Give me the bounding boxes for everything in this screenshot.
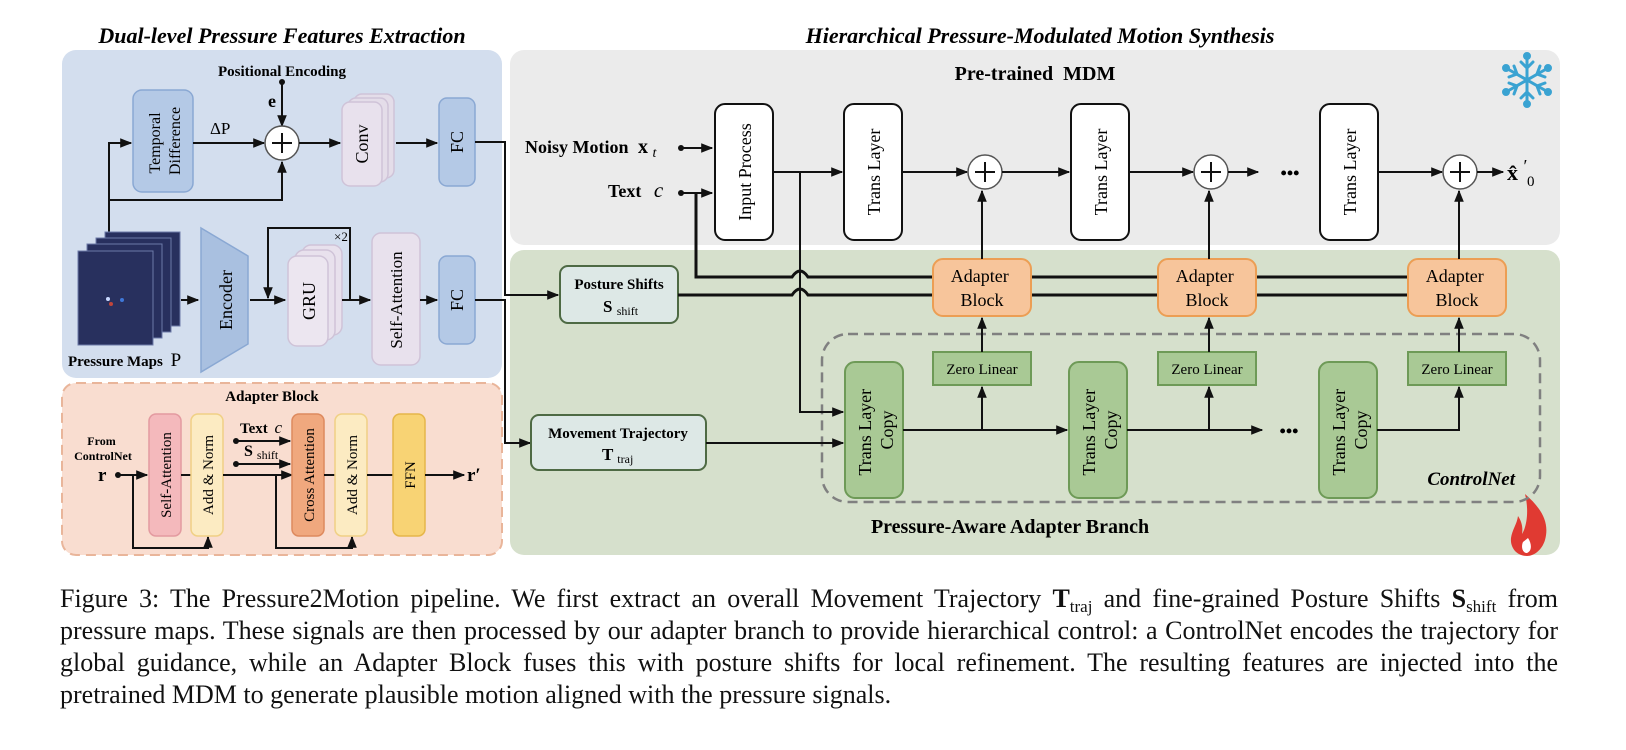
from-controlnet-label: From ControlNet [74,434,132,463]
caption-part-2: and fine-grained Posture Shifts [1092,584,1452,613]
gru-box [287,255,329,347]
adapter-detail-title: Adapter Block [225,389,319,405]
conv-box [341,101,383,187]
adapter-block-2 [1157,258,1257,317]
adapter-text-c-label: Text c [240,418,283,437]
trans-layer-copy-2-label: Trans Layer Copy [1079,384,1121,475]
branch-title: Pressure-Aware Adapter Branch [871,516,1149,538]
zero-linear-2-label: Zero Linear [1171,362,1242,378]
encoder-label: Encoder [216,270,236,330]
movement-trajectory-symbol: T traj [602,445,633,466]
snowflake-icon [1502,52,1552,108]
mdm-ellipsis: ••• [1281,163,1300,183]
adapter-block-3-label: Adapter Block [1426,266,1488,310]
posture-shifts-label: Posture Shifts [574,277,663,293]
adapter-block-2-label: Adapter Block [1176,266,1238,310]
flame-icon [1510,494,1547,556]
mdm-title: Pre-trained MDM [955,63,1116,85]
caption-shift-sub: shift [1466,597,1497,616]
pressure-maps-label: Pressure Maps P [68,350,181,371]
trans-layer-copy-1-label: Trans Layer Copy [855,384,897,475]
adapter-cross-attention-label: Cross Attention [302,428,318,522]
gru-label: GRU [299,282,319,320]
adapter-add-norm-1-label: Add & Norm [201,435,217,515]
input-process-label: Input Process [735,123,755,221]
e-label: e [268,91,276,111]
temporal-difference-box [132,89,194,193]
caption-traj-symbol: T [1052,584,1070,613]
adapter-ffn-label: FFN [403,461,419,489]
controlnet-label: ControlNet [1427,469,1515,490]
controlnet-ellipsis: ••• [1280,421,1299,441]
adapter-add-norm-2-label: Add & Norm [345,435,361,515]
adapter-block-3 [1407,258,1507,317]
noisy-motion-label: Noisy Motion x t [525,136,658,161]
posture-shifts-symbol: S shift [603,297,639,318]
conv-label: Conv [352,124,372,163]
right-section-title: Hierarchical Pressure-Modulated Motion S… [805,23,1275,48]
trans-layer-label-2: Trans Layer [1091,129,1111,216]
trans-layer-label-1: Trans Layer [864,129,884,216]
caption-label: Figure 3: [60,584,160,613]
r-output-label: r′ [467,465,481,486]
figure-caption: Figure 3: The Pressure2Motion pipeline. … [60,583,1558,711]
adapter-block-1-label: Adapter Block [951,266,1013,310]
zero-linear-2 [1157,351,1257,386]
adapter-s-shift-label: S shift [244,443,279,462]
text-c-label: Text c [608,178,664,202]
r-input-label: r [98,465,107,486]
zero-linear-3 [1407,351,1507,386]
adapter-detail-panel [61,382,503,556]
fc-label-bottom: FC [447,289,467,311]
caption-traj-sub: traj [1069,597,1093,616]
mdm-output-label: x̂ ′ 0 [1507,152,1534,190]
branch-panel [510,250,1560,555]
positional-encoding-label: Positional Encoding [218,64,346,80]
pipeline-diagram: Dual-level Pressure Features Extraction … [61,23,1560,556]
trans-layer-copy-3-label: Trans Layer Copy [1329,384,1371,475]
adapter-self-attention-label: Self-Attention [159,432,175,518]
left-section-title: Dual-level Pressure Features Extraction [97,23,465,48]
delta-p-label: ΔP [210,119,230,138]
zero-linear-1-label: Zero Linear [946,362,1017,378]
zero-linear-3-label: Zero Linear [1421,362,1492,378]
caption-part-3: from pressure maps. These signals are th… [60,584,1559,709]
caption-part-1: The Pressure2Motion pipeline. We first e… [159,584,1053,613]
movement-trajectory-label: Movement Trajectory [548,426,688,442]
fc-label-top: FC [447,131,467,153]
self-attention-label: Self-Attention [387,251,406,349]
caption-shift-symbol: S [1451,584,1467,613]
temporal-difference-label: Temporal Difference [147,107,184,175]
trans-layer-label-3: Trans Layer [1340,129,1360,216]
encoder-shape [200,226,249,374]
pressure-map [77,250,154,346]
gru-repeat-label: ×2 [334,229,348,244]
